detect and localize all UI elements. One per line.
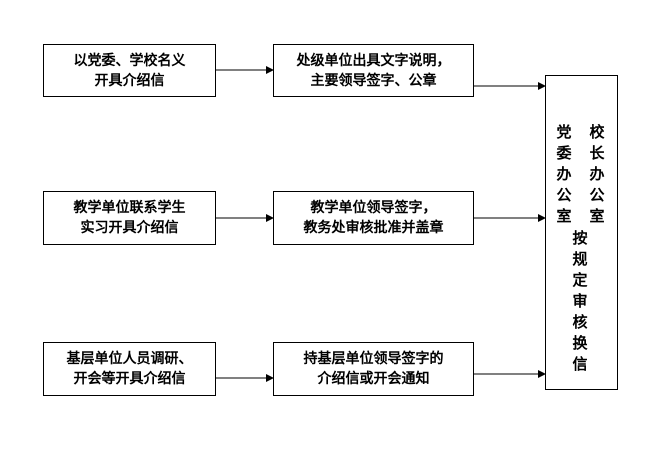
vertical-char: 信	[572, 355, 588, 373]
party-office-label: 党 委 办 公 室	[556, 122, 572, 227]
box-line: 教学单位联系学生	[73, 200, 186, 216]
vertical-char: 党	[556, 123, 572, 141]
vertical-char: 核	[572, 313, 588, 331]
box-line: 教务处审核批准并盖章	[303, 220, 444, 236]
box-office-review: 党 委 办 公 室 校 长 办 公 室 按 规 定 审 核 换 信	[545, 75, 618, 390]
vertical-char: 室	[589, 207, 605, 225]
vertical-char: 办	[589, 165, 605, 183]
vertical-char: 按	[572, 229, 588, 247]
box-line: 基层单位人员调研、	[66, 351, 193, 367]
box-line: 教学单位领导签字，	[310, 200, 437, 216]
box-line: 介绍信或开会通知	[317, 371, 430, 387]
vertical-char: 长	[589, 144, 605, 162]
box-line: 开会等开具介绍信	[73, 371, 186, 387]
box-line: 主要领导签字、公章	[310, 72, 437, 89]
box-teaching-internship-letter: 教学单位联系学生 实习开具介绍信	[43, 191, 216, 245]
box-department-statement: 处级单位出具文字说明， 主要领导签字、公章	[273, 44, 474, 97]
vertical-char: 规	[572, 250, 588, 268]
review-exchange-label: 按 规 定 审 核 换 信	[572, 228, 588, 375]
box-grassroots-research-letter: 基层单位人员调研、 开会等开具介绍信	[43, 342, 216, 396]
vertical-char: 室	[556, 207, 572, 225]
box-line: 处级单位出具文字说明，	[296, 52, 451, 69]
vertical-char: 审	[572, 292, 588, 310]
vertical-char: 校	[589, 123, 605, 141]
vertical-char: 公	[589, 186, 605, 204]
vertical-char: 委	[556, 144, 572, 162]
box-party-school-letter: 以党委、学校名义 开具介绍信	[43, 44, 216, 97]
vertical-char: 定	[572, 271, 588, 289]
vertical-char: 公	[556, 186, 572, 204]
box-academic-affairs-approval: 教学单位领导签字， 教务处审核批准并盖章	[273, 191, 474, 245]
box-line: 持基层单位领导签字的	[303, 351, 444, 367]
box-leader-signed-notice: 持基层单位领导签字的 介绍信或开会通知	[273, 342, 474, 396]
box-line: 实习开具介绍信	[80, 220, 179, 236]
vertical-char: 换	[572, 334, 588, 352]
president-office-label: 校 长 办 公 室	[589, 122, 605, 227]
box-line: 以党委、学校名义	[73, 52, 186, 69]
vertical-char: 办	[556, 165, 572, 183]
box-line: 开具介绍信	[94, 72, 165, 89]
